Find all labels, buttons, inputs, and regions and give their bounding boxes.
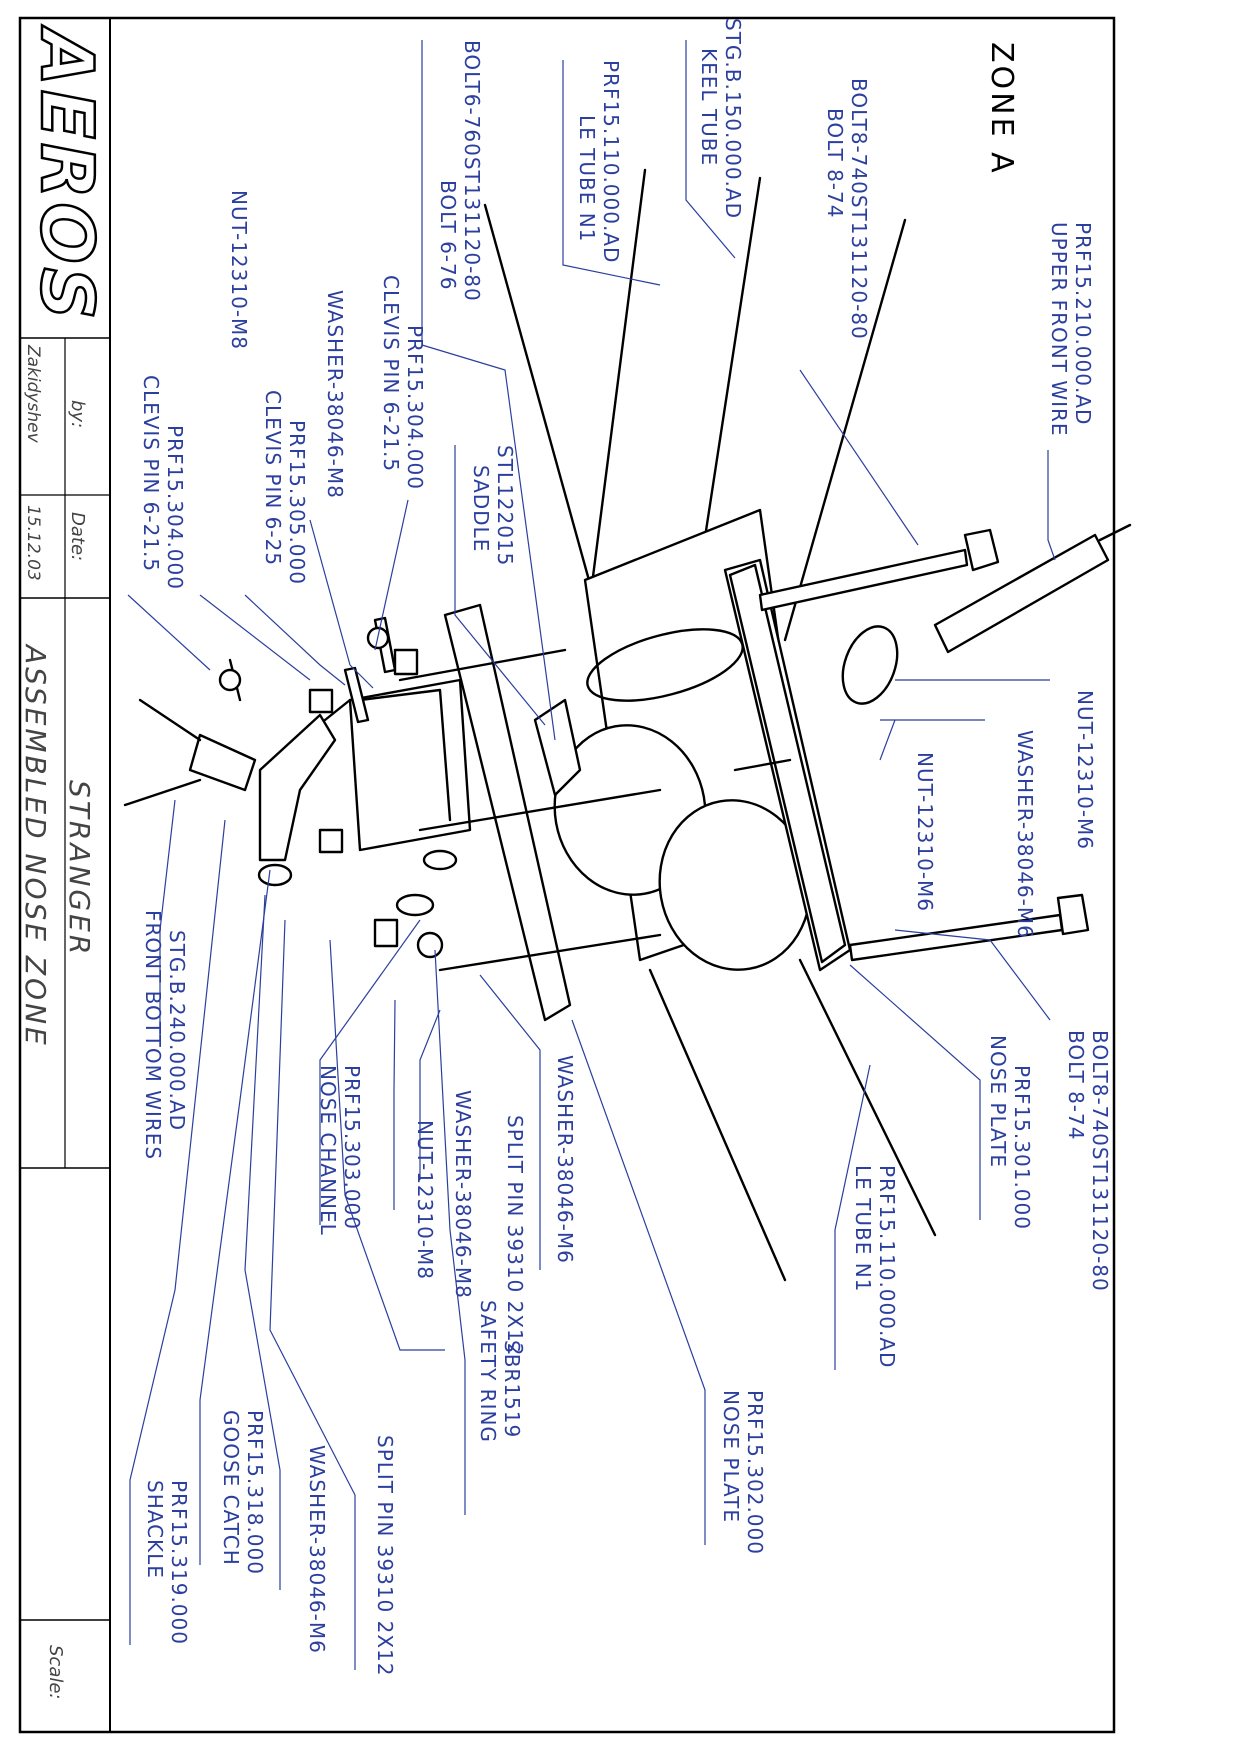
product-name: STRANGER [63, 780, 96, 957]
callout-line: GOOSE CATCH [219, 1410, 243, 1566]
scale-label: Scale: [45, 1645, 66, 1700]
callout-line: CLEVIS PIN 6-21.5 [139, 375, 163, 572]
callout-shackle: PRF15.319.000 SHACKLE [143, 1480, 191, 1645]
callout-line: BOLT6-760ST131120-80 [460, 40, 484, 302]
callout-line: CLEVIS PIN 6-21.5 [379, 275, 403, 472]
callout-line: BOLT8-740ST131120-80 [1088, 1030, 1112, 1292]
by-label: by: [67, 400, 88, 428]
callout-bolt-8-74-upper: BOLT8-740ST131120-80 BOLT 8-74 [823, 78, 871, 340]
callout-line: WASHER-38046-M6 [305, 1445, 329, 1654]
callout-line: SBR1519 [500, 1340, 524, 1438]
callout-line: KEEL TUBE [697, 48, 721, 166]
callout-line: SHACKLE [143, 1480, 167, 1579]
callout-nut-m6-center: NUT-12310-M6 [913, 752, 937, 912]
callout-line: WASHER-38046-M6 [1013, 730, 1037, 939]
callout-goose-catch: PRF15.318.000 GOOSE CATCH [219, 1410, 267, 1575]
callout-washer-m8-upper: WASHER-38046-M8 [323, 290, 347, 499]
date-value: 15.12.03 [23, 505, 43, 581]
callout-nose-plate-302: PRF15.302.000 NOSE PLATE [719, 1390, 767, 1555]
callout-line: STG.B.150.000.AD [721, 18, 745, 219]
callout-line: SPLIT PIN 39310 2X12 [373, 1435, 397, 1677]
zone-label: ZONE A [984, 42, 1019, 176]
title-block: AEROS by: Zakidyshev Date: 15.12.03 STRA… [19, 18, 111, 1732]
callout-washer-m6-center: WASHER-38046-M6 [553, 1055, 577, 1264]
callout-line: PRF15.110.000.AD [875, 1165, 899, 1368]
callout-line: NUT-12310-M8 [227, 190, 251, 350]
callout-clevis-pin-6-21-5-upper: PRF15.304.000 CLEVIS PIN 6-21.5 [379, 275, 427, 490]
callout-line: WASHER-38046-M6 [553, 1055, 577, 1264]
date-label: Date: [67, 512, 88, 561]
callout-le-tube-n1-upper: PRF15.110.000.AD LE TUBE N1 [575, 60, 623, 263]
callouts: PRF15.210.000.AD UPPER FRONT WIRE BOLT8-… [139, 18, 1112, 1677]
sheet-title: ASSEMBLED NOSE ZONE [19, 643, 52, 1048]
callout-line: NOSE CHANNEL [316, 1065, 340, 1236]
callout-nose-plate-301: PRF15.301.000 NOSE PLATE [986, 1035, 1034, 1230]
callout-line: SAFETY RING [476, 1300, 500, 1443]
assembly-drawing [123, 168, 1132, 1282]
callout-line: PRF15.210.000.AD [1071, 222, 1095, 425]
callout-line: SPLIT PIN 39310 2X12 [503, 1115, 527, 1357]
callout-line: WASHER-38046-M8 [323, 290, 347, 499]
callout-line: NUT-12310-M6 [1073, 690, 1097, 850]
callout-line: PRF15.319.000 [167, 1480, 191, 1645]
callout-line: STL122015 [493, 445, 517, 566]
callout-line: NOSE PLATE [986, 1035, 1010, 1168]
callout-nut-m6-right: NUT-12310-M6 [1073, 690, 1097, 850]
callout-clevis-pin-6-25: PRF15.305.000 CLEVIS PIN 6-25 [261, 390, 309, 585]
callout-split-pin-upper: SPLIT PIN 39310 2X12 [503, 1115, 527, 1357]
leader-lines [127, 40, 1056, 1670]
callout-line: WASHER-38046-M8 [451, 1090, 475, 1299]
callout-line: BOLT 8-74 [823, 108, 847, 218]
callout-line: PRF15.305.000 [285, 420, 309, 585]
callout-line: UPPER FRONT WIRE [1047, 222, 1071, 437]
callout-safety-ring: SBR1519 SAFETY RING [476, 1300, 524, 1443]
callout-bolt-8-74-lower: BOLT8-740ST131120-80 BOLT 8-74 [1064, 1030, 1112, 1292]
callout-nut-m8-upper: NUT-12310-M8 [227, 190, 251, 350]
callout-line: PRF15.110.000.AD [599, 60, 623, 263]
callout-line: STG.B.240.000.AD [165, 930, 189, 1131]
callout-line: FRONT BOTTOM WIRES [141, 910, 165, 1160]
callout-saddle: STL122015 SADDLE [469, 445, 517, 566]
callout-split-pin-lower: SPLIT PIN 39310 2X12 [373, 1435, 397, 1677]
by-value: Zakidyshev [23, 344, 43, 444]
callout-washer-m8-lower: WASHER-38046-M8 [451, 1090, 475, 1299]
callout-line: CLEVIS PIN 6-25 [261, 390, 285, 566]
callout-nose-channel: PRF15.303.000 NOSE CHANNEL [316, 1065, 364, 1236]
callout-washer-m6-lower: WASHER-38046-M6 [305, 1445, 329, 1654]
callout-line: LE TUBE N1 [575, 115, 599, 242]
callout-line: PRF15.302.000 [743, 1390, 767, 1555]
callout-upper-front-wire: PRF15.210.000.AD UPPER FRONT WIRE [1047, 222, 1095, 437]
sheet-border [18, 16, 1116, 1734]
callout-front-bottom-wires: STG.B.240.000.AD FRONT BOTTOM WIRES [141, 910, 189, 1160]
callout-line: BOLT 8-74 [1064, 1030, 1088, 1140]
callout-keel-tube: STG.B.150.000.AD KEEL TUBE [697, 18, 745, 219]
callout-bolt-6-76: BOLT6-760ST131120-80 BOLT 6-76 [436, 40, 484, 302]
callout-nut-m8-lower: NUT-12310-M8 [413, 1120, 437, 1280]
callout-line: SADDLE [469, 465, 493, 552]
callout-line: PRF15.304.000 [163, 425, 187, 590]
callout-line: PRF15.303.000 [340, 1065, 364, 1230]
callout-line: PRF15.301.000 [1010, 1065, 1034, 1230]
callout-line: BOLT 6-76 [436, 180, 460, 290]
callout-le-tube-n1-lower: PRF15.110.000.AD LE TUBE N1 [851, 1165, 899, 1368]
callout-line: NOSE PLATE [719, 1390, 743, 1523]
callout-line: PRF15.304.000 [403, 325, 427, 490]
callout-clevis-pin-6-21-5-lower: PRF15.304.000 CLEVIS PIN 6-21.5 [139, 375, 187, 590]
callout-line: LE TUBE N1 [851, 1165, 875, 1292]
company-logo: AEROS [25, 25, 109, 323]
callout-line: BOLT8-740ST131120-80 [847, 78, 871, 340]
callout-line: NUT-12310-M8 [413, 1120, 437, 1280]
callout-line: PRF15.318.000 [243, 1410, 267, 1575]
callout-washer-m6-right: WASHER-38046-M6 [1013, 730, 1037, 939]
callout-line: NUT-12310-M6 [913, 752, 937, 912]
